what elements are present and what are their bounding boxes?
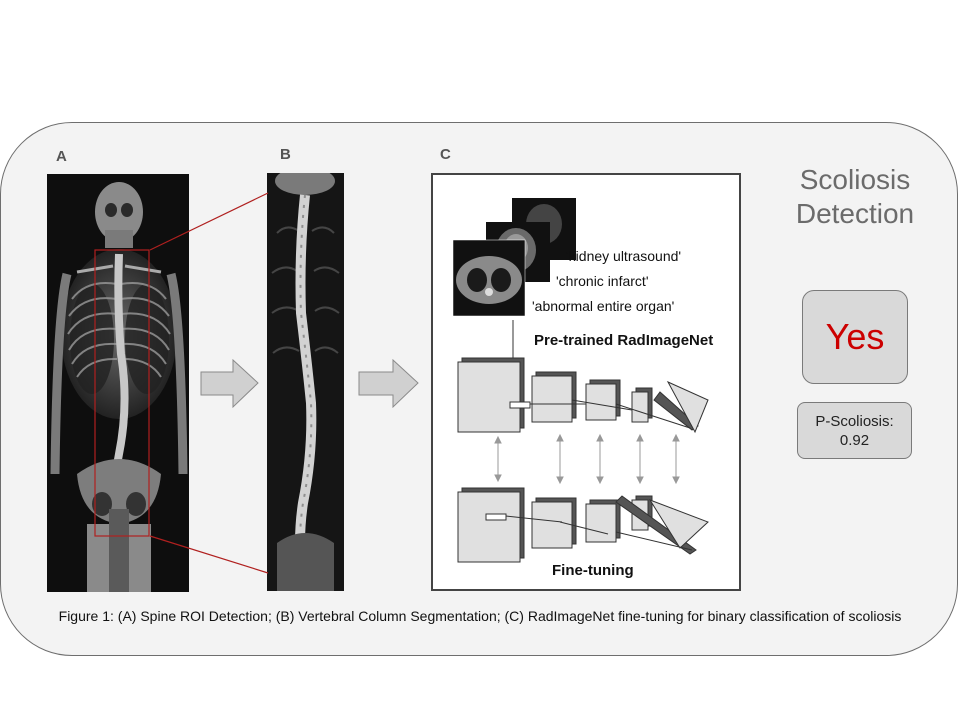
spine-segmentation-image (267, 173, 344, 591)
arrow-right-icon (358, 359, 419, 409)
finetune-title: Fine-tuning (552, 562, 634, 579)
probability-badge: P-Scoliosis: 0.92 (797, 402, 912, 459)
pretrain-image-stack (452, 198, 576, 317)
pretrain-label-organ: 'abnormal entire organ' (532, 298, 675, 314)
pretrain-label-kidney: 'kidney ultrasound' (566, 248, 682, 264)
pretrained-title: Pre-trained RadImageNet (534, 332, 714, 349)
probability-label: P-Scoliosis: (815, 413, 894, 430)
scoliosis-detection-title: Scoliosis Detection (795, 164, 915, 229)
full-body-xray-image (47, 174, 189, 592)
pretrain-label-infarct: 'chronic infarct' (556, 273, 649, 289)
panel-a-label: A (56, 148, 67, 165)
figure-caption: Figure 1: (A) Spine ROI Detection; (B) V… (58, 608, 902, 624)
panel-c-label: C (440, 146, 451, 163)
prediction-result: Yes (825, 316, 885, 357)
prediction-badge: Yes (802, 290, 908, 384)
arrow-right-icon (200, 359, 259, 409)
cnn-architecture (457, 320, 709, 563)
panel-b-label: B (280, 146, 291, 163)
probability-value: 0.92 (839, 432, 870, 449)
